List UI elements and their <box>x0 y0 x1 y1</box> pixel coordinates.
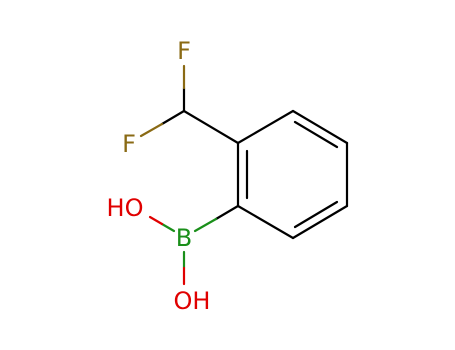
hydroxyl-upper-label: HO <box>107 194 144 222</box>
ring-bond-c5-c6 <box>236 204 295 240</box>
bond-ring-chf2 <box>182 109 240 145</box>
fluorine-left-label: F <box>122 130 136 158</box>
bond-ring-b-green <box>193 217 218 233</box>
fluorine-top-label: F <box>177 37 191 65</box>
bond-b-o-upper-red <box>148 215 164 226</box>
bond-b-o-upper-green <box>160 222 176 233</box>
ring-double-bond-inner-3 <box>293 200 339 229</box>
ring-bond-c4-c5 <box>291 204 349 240</box>
bond-c-f-left-colored <box>139 122 164 138</box>
bond-ring-b-black <box>214 204 240 221</box>
ring-double-bond-inner-2 <box>293 120 339 149</box>
ring-bond-c1-c2 <box>236 109 295 145</box>
benzene-ring <box>236 109 349 240</box>
bond-c-f-left-black <box>160 109 186 126</box>
boron-label: B <box>176 224 192 252</box>
ring-bond-c2-c3 <box>291 109 349 145</box>
hydroxyl-lower-label: OH <box>174 287 211 315</box>
